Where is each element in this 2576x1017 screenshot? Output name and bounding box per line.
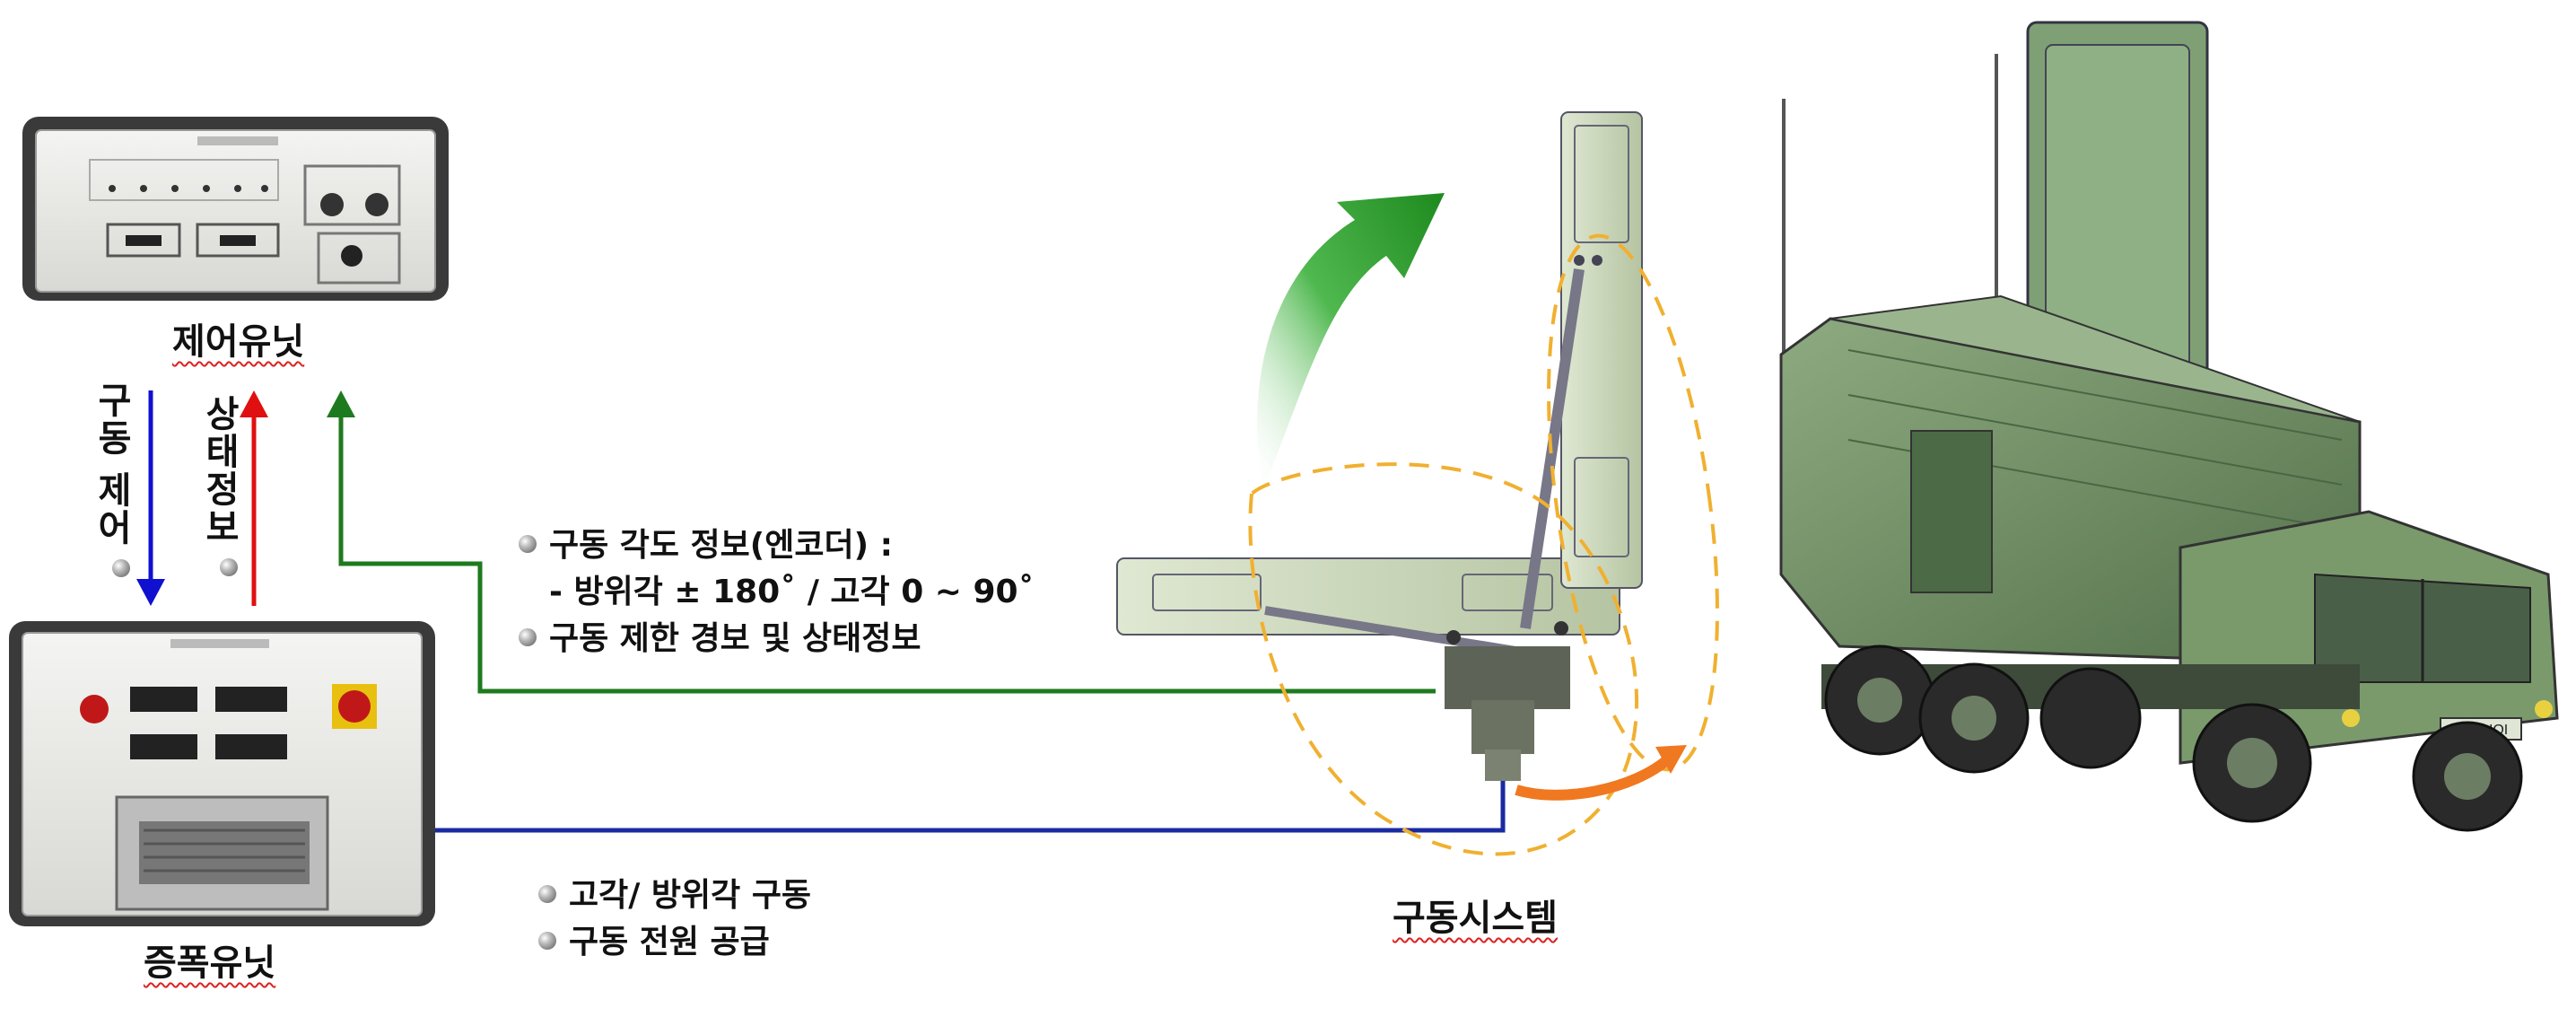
bullet-icon (220, 558, 238, 576)
drive-line-2: 구동 전원 공급 (569, 924, 770, 960)
rotation-arrow (1515, 745, 1687, 801)
drive-line-1: 고각/ 방위각 구동 (569, 877, 812, 914)
amplifier-unit-image (9, 621, 435, 926)
elevation-arrow (1257, 193, 1445, 489)
drive-system-image (1116, 111, 1643, 781)
feedback-line-3: 구동 제한 경보 및 상태정보 (549, 620, 921, 657)
drive-line (435, 729, 1517, 833)
drive-info: 고각/ 방위각 구동 구동 전원 공급 (538, 872, 811, 966)
drive-control-text: 구동 제어 (85, 381, 137, 577)
drive-control-label: 구동 제어 (91, 381, 132, 547)
status-info-text: 상태정보 (193, 395, 245, 576)
status-info-arrow (240, 390, 268, 606)
feedback-info: 구동 각도 정보(엔코더) : - 방위각 ± 180˚ / 고각 0 ~ 90… (519, 522, 1035, 662)
bullet-icon (519, 628, 537, 646)
feedback-line-2: - 방위각 ± 180˚ / 고각 0 ~ 90˚ (549, 574, 1035, 610)
bullet-icon (112, 558, 130, 577)
feedback-line (327, 390, 1436, 694)
bullet-icon (538, 885, 556, 903)
drive-system-label: 구동시스템 (1393, 898, 1558, 939)
drive-line-2-row: 구동 전원 공급 (538, 919, 811, 966)
amplifier-unit-label: 증폭유닛 (144, 942, 276, 984)
radar-truck-image: VTHHOI (1779, 21, 2559, 832)
drive-line-1-row: 고각/ 방위각 구동 (538, 872, 811, 919)
control-unit-image (22, 117, 449, 301)
feedback-line-3-row: 구동 제한 경보 및 상태정보 (519, 616, 1035, 662)
bullet-icon (519, 535, 537, 553)
control-unit-label: 제어유닛 (172, 321, 305, 363)
feedback-line-1-row: 구동 각도 정보(엔코더) : (519, 522, 1035, 569)
feedback-line-1: 구동 각도 정보(엔코더) : (549, 527, 893, 564)
feedback-line-2-row: - 방위각 ± 180˚ / 고각 0 ~ 90˚ (519, 569, 1035, 616)
bullet-icon (538, 932, 556, 950)
status-info-label: 상태정보 (198, 395, 240, 546)
drive-control-arrow (136, 390, 165, 606)
